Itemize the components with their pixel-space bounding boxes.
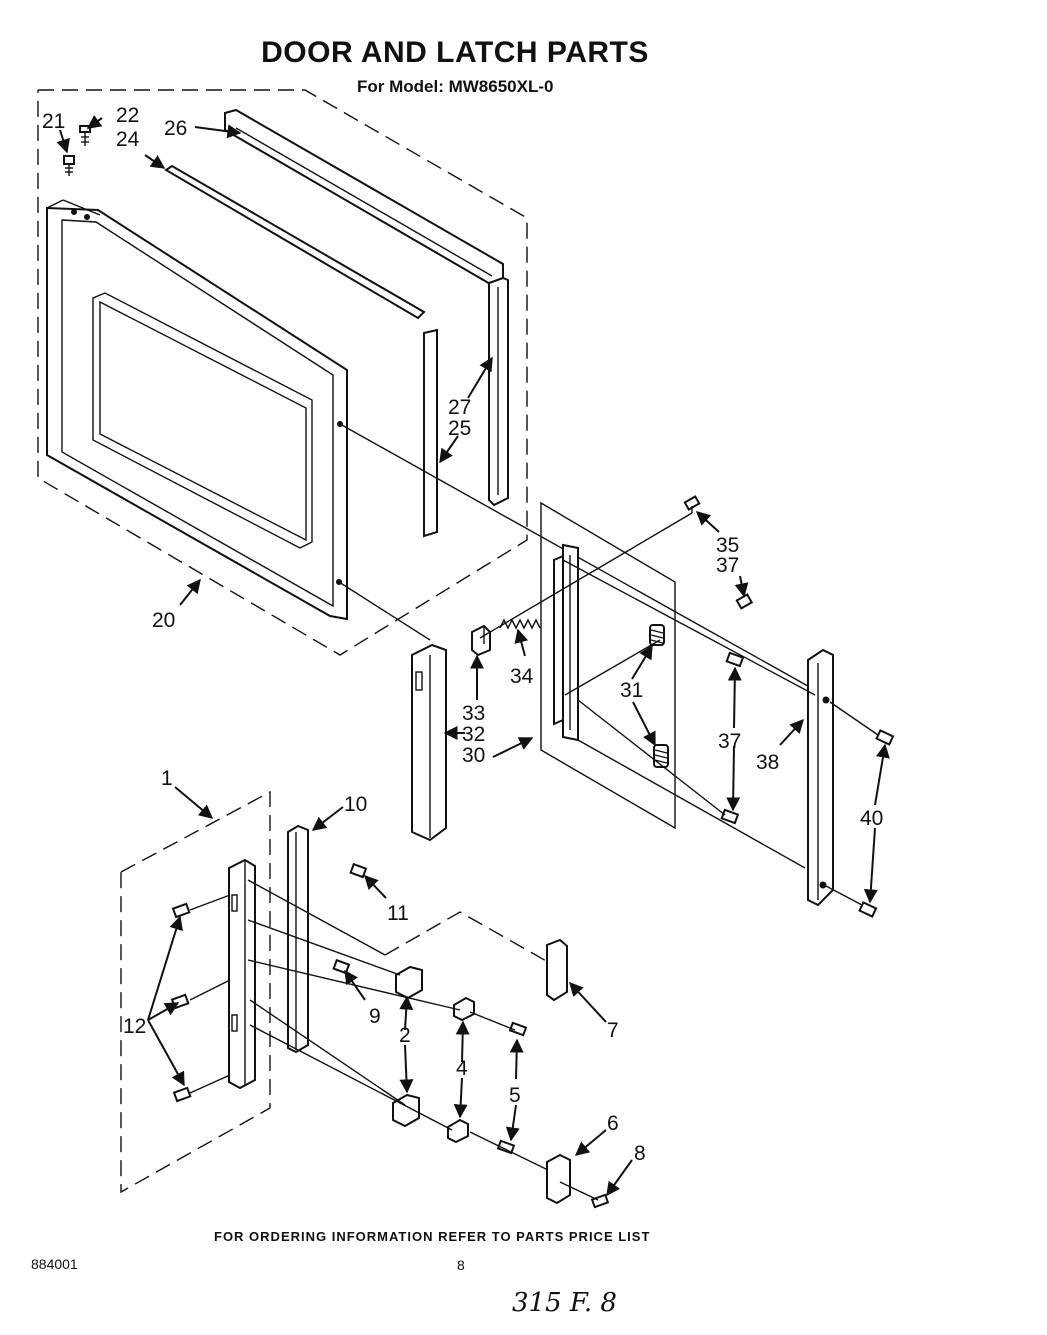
callout-35: 35 (716, 534, 739, 557)
door-window-inner (99, 300, 307, 542)
switch-rail-10 (287, 824, 309, 1054)
callout-38: 38 (756, 751, 779, 774)
callout-30: 30 (462, 744, 485, 767)
document-number: 884001 (31, 1256, 78, 1272)
screw-40-lower (858, 901, 878, 918)
side-strip-25 (423, 328, 438, 538)
callout-2: 2 (399, 1024, 411, 1047)
switch-group-boundary (120, 790, 271, 1194)
door-window (92, 292, 313, 549)
callout-1: 1 (161, 767, 173, 790)
ordering-info-note: FOR ORDERING INFORMATION REFER TO PARTS … (214, 1229, 651, 1244)
callout-10: 10 (344, 793, 367, 816)
callout-22: 22 (116, 104, 139, 127)
actuator-4-lower (447, 1118, 469, 1144)
screw-5-lower (496, 1139, 516, 1155)
screw-37-upper (735, 593, 754, 610)
leader-arrows (56, 114, 890, 1197)
switch-7 (546, 938, 568, 1002)
spring-34 (499, 618, 541, 630)
callout-7: 7 (607, 1019, 619, 1042)
latch-33 (471, 624, 491, 657)
latch-bar-38 (807, 648, 834, 907)
page-title: DOOR AND LATCH PARTS (261, 36, 649, 69)
switch-bracket (228, 858, 256, 1090)
callout-9: 9 (369, 1005, 381, 1028)
switch-6 (546, 1153, 571, 1205)
callout-33: 33 (462, 702, 485, 725)
door-group-boundary (37, 89, 528, 656)
callout-34: 34 (510, 665, 534, 688)
callout-37-top: 37 (716, 554, 739, 577)
screw-37-lower (720, 808, 740, 825)
callout-8: 8 (634, 1142, 646, 1165)
screw-35 (683, 495, 701, 513)
spring-31-upper (649, 624, 665, 646)
screw-9 (332, 958, 351, 975)
callout-5: 5 (509, 1084, 521, 1107)
screw-5-upper (508, 1021, 528, 1037)
callout-26: 26 (164, 117, 187, 140)
door-frame (46, 206, 348, 621)
screw-8 (590, 1193, 610, 1209)
callout-20: 20 (152, 609, 175, 632)
latch-group-boundary (540, 501, 676, 830)
handle-32 (411, 643, 447, 842)
callout-31: 31 (620, 679, 643, 702)
callout-21: 21 (42, 110, 65, 133)
switch-2-upper (395, 965, 423, 1000)
callout-labels: 21 22 24 26 27 25 20 35 37 34 31 33 32 3… (42, 104, 883, 1165)
screw-12-bottom (172, 1086, 192, 1103)
callout-11: 11 (387, 902, 409, 925)
model-subtitle: For Model: MW8650XL-0 (357, 77, 554, 96)
door-frame-inner (61, 219, 334, 608)
screw-37-middle (725, 651, 745, 668)
screw-12-top (171, 902, 191, 919)
spring-31-lower (653, 744, 669, 768)
screw-21 (63, 155, 75, 176)
handwritten-note: 315 F. 8 (512, 1288, 617, 1318)
callout-37-mid: 37 (718, 730, 741, 753)
page-number: 8 (457, 1257, 465, 1273)
callout-25: 25 (448, 417, 471, 440)
latch-assembly-group (411, 495, 895, 918)
callout-27: 27 (448, 396, 471, 419)
callout-6: 6 (607, 1112, 619, 1135)
choke-strip-24 (164, 164, 426, 320)
screw-11 (349, 862, 368, 879)
callout-24: 24 (116, 128, 140, 151)
callout-4: 4 (456, 1057, 468, 1080)
callout-32: 32 (462, 723, 485, 746)
screw-22 (79, 125, 91, 146)
callout-40: 40 (860, 807, 883, 830)
door-assembly-group (37, 89, 816, 691)
callout-12: 12 (123, 1015, 146, 1038)
screw-40-upper (875, 729, 895, 746)
